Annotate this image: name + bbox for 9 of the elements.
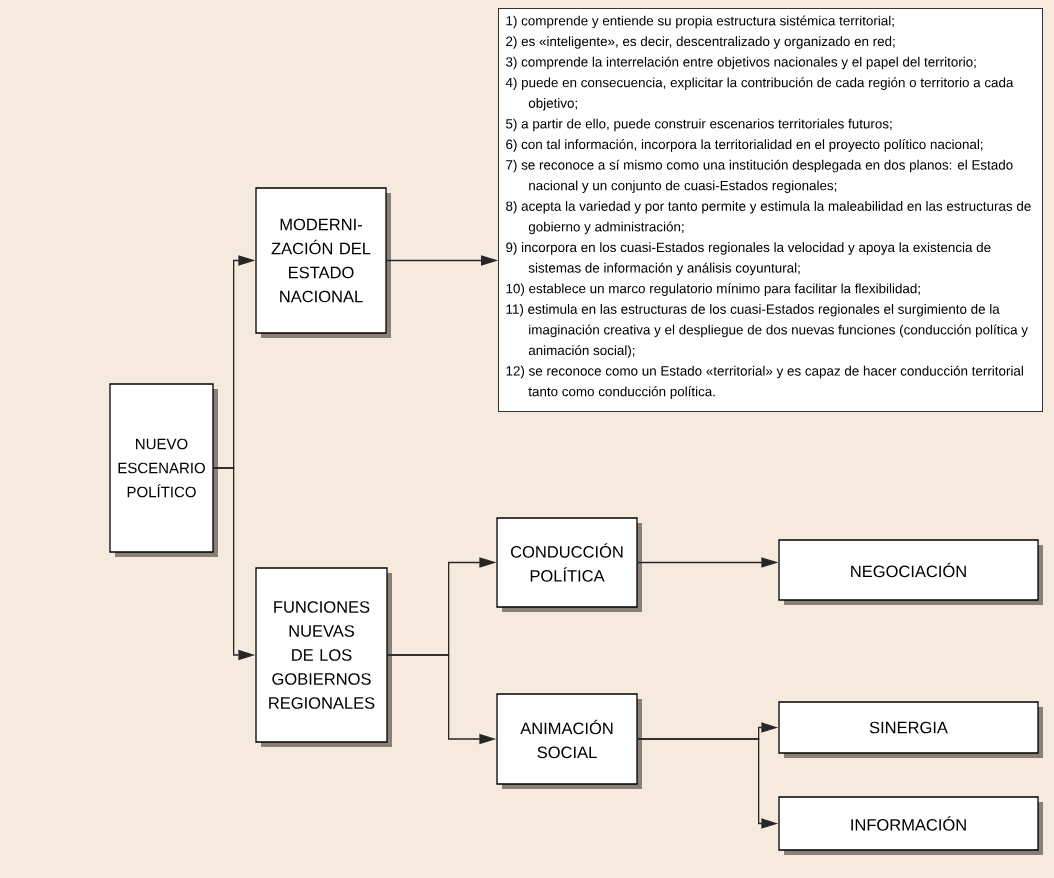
process-box: FUNCIONES NUEVAS DE LOS GOBIERNOS REGIONALES: [255, 567, 392, 747]
process-box: CONDUCCIÓN POLÍTICA: [496, 517, 642, 612]
process-box: MODERNI- ZACIÓN DEL ESTADO NACIONAL: [255, 187, 391, 338]
process-box: NEGOCIACIÓN: [778, 539, 1043, 605]
process-box: NUEVO ESCENARIO POLÍTICO: [109, 383, 218, 557]
process-box: SINERGIA: [778, 701, 1043, 758]
process-box: ANIMACIÓN SOCIAL: [496, 693, 642, 789]
process-box: INFORMACIÓN: [778, 796, 1043, 855]
list-box: 1) comprende y entiende su propia estructura sistémica territorial; 2) es «inteligente», es decir, descentralizado y organizado en red; 3) comprende la interrelación entre objetivos nacionales y el papel del territorio; 4) puede en consecuencia, explicitar la contribución de cada región o territorio a cada objetivo; 5) a partir de ello, puede construir escenarios territoriales futuros; 6) con tal información, incorpora la territorialidad en el proyecto político nacional; 7) se reconoce a sí mismo como una institución desplegada en dos planos: el Estado nacional y un conjunto de cuasi-Estados regionales; 8) acepta la variedad y por tanto permite y estimula la maleabilidad en las estructuras de gobierno y administración; 9) incorpora en los cuasi-Estados regionales la velocidad y apoya la existencia de sistemas de información y análisis coyuntural; 10) establece un marco regulatorio mínimo para facilitar la flexibilidad; 11) estimula en las estructuras de los cuasi-Estados regionales el surgimiento de la imaginación creativa y el despliegue de dos nuevas funciones (conducción política y animación social); 12) se reconoce como un Estado «territorial» y es capaz de hacer conducción territorial tanto como conducción política.: [498, 8, 1043, 412]
